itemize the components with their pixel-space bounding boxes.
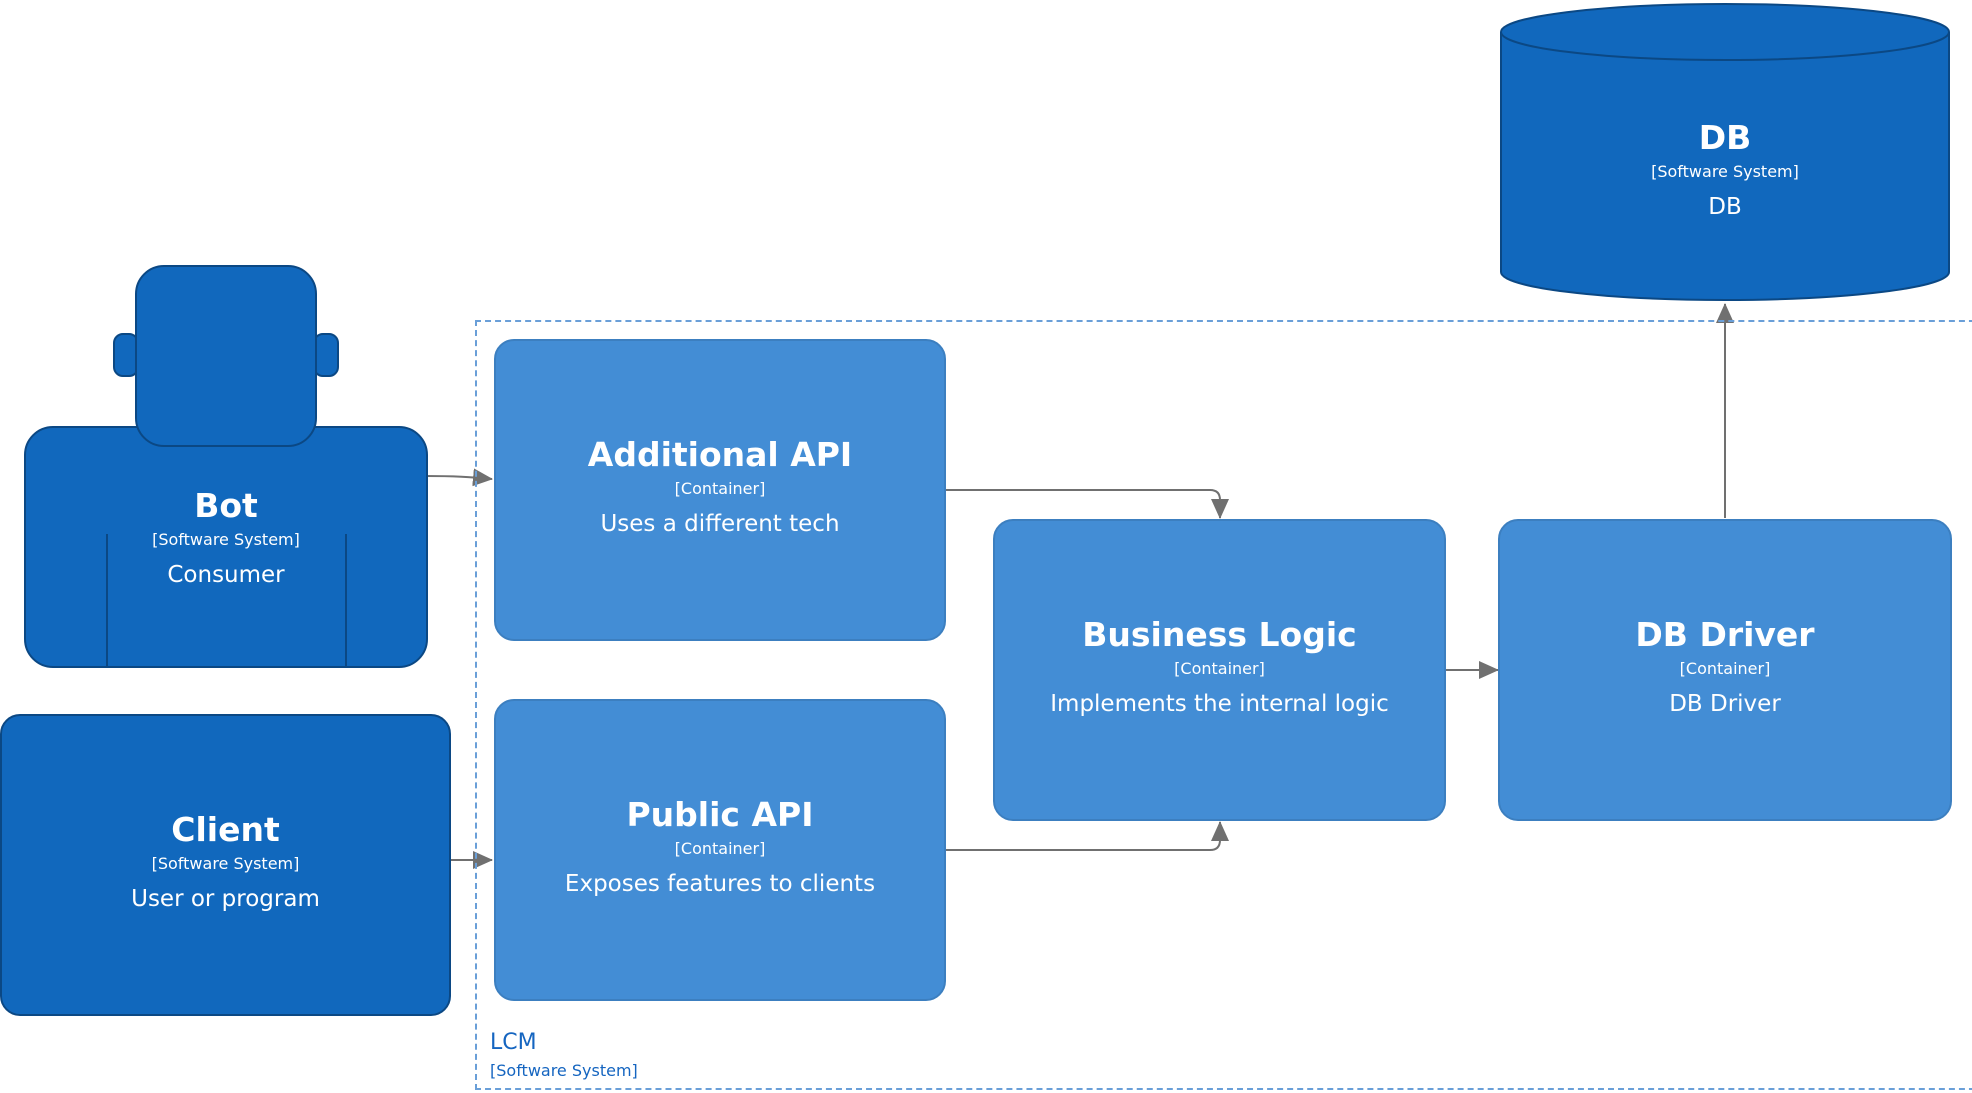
db-type: [Software System]: [1651, 162, 1799, 181]
db-driver-node[interactable]: DB Driver [Container] DB Driver: [1498, 519, 1952, 821]
public-api-type: [Container]: [674, 839, 766, 858]
client-description: User or program: [131, 886, 320, 912]
lcm-boundary: [475, 320, 1972, 1090]
business-logic-node[interactable]: Business Logic [Container] Implements th…: [993, 519, 1446, 821]
additional-api-title: Additional API: [587, 435, 853, 474]
client-node[interactable]: Client [Software System] User or program: [0, 714, 451, 1016]
bot-description: Consumer: [167, 562, 285, 588]
boundary-name: LCM: [490, 1030, 537, 1055]
db-driver-type: [Container]: [1679, 659, 1771, 678]
bot-node[interactable]: Bot [Software System] Consumer: [24, 264, 428, 669]
business-logic-type: [Container]: [1174, 659, 1265, 678]
db-node[interactable]: DB [Software System] DB: [1498, 0, 1952, 304]
db-title: DB: [1698, 118, 1752, 157]
edge-additional-api-to-business-logic: [944, 489, 1229, 519]
edge-bot-to-additional-api: [424, 468, 493, 487]
db-description: DB: [1708, 194, 1742, 220]
boundary-type: [Software System]: [490, 1061, 638, 1080]
client-type: [Software System]: [151, 854, 300, 873]
additional-api-node[interactable]: Additional API [Container] Uses a differ…: [494, 339, 946, 641]
edge-public-api-to-business-logic: [944, 821, 1229, 851]
business-logic-description: Implements the internal logic: [1050, 691, 1389, 717]
additional-api-type: [Container]: [674, 479, 766, 498]
db-driver-title: DB Driver: [1635, 615, 1815, 654]
public-api-title: Public API: [626, 795, 814, 834]
business-logic-title: Business Logic: [1082, 615, 1357, 654]
db-driver-description: DB Driver: [1669, 691, 1781, 717]
public-api-node[interactable]: Public API [Container] Exposes features …: [494, 699, 946, 1001]
client-title: Client: [171, 810, 280, 849]
bot-type: [Software System]: [152, 530, 300, 549]
bot-title: Bot: [194, 486, 258, 525]
public-api-description: Exposes features to clients: [564, 871, 876, 897]
db-cylinder-shape: [1500, 3, 1950, 301]
additional-api-description: Uses a different tech: [600, 511, 840, 537]
robot-icon: [24, 265, 428, 668]
